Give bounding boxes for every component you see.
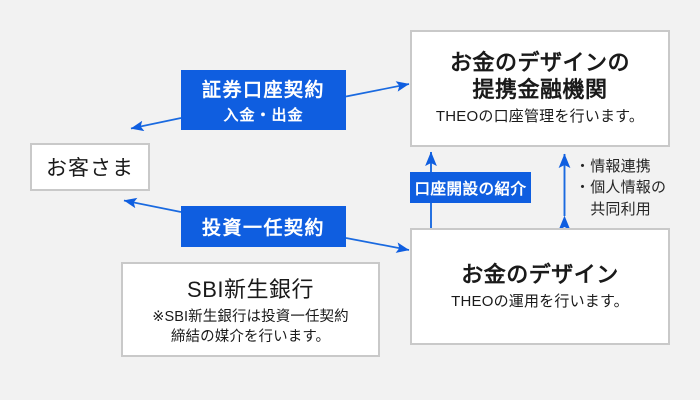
annotation-data-sharing-line3: 共同利用 [575, 200, 652, 218]
node-sbi-note-line2: 締結の媒介を行います。 [170, 328, 331, 345]
node-partner-subtitle: THEOの口座管理を行います。 [435, 108, 645, 126]
label-discretionary-investment-main: 投資一任契約 [201, 218, 325, 239]
node-sbi-note-line1: ※SBI新生銀行は投資一任契約 [152, 308, 349, 325]
label-securities-account-main: 証券口座契約 [201, 80, 325, 101]
arrow-securities-to-customer [130, 117, 182, 132]
annotation-data-sharing-line1: ・情報連携 [575, 158, 652, 175]
node-sbi-title: SBI新生銀行 [187, 276, 314, 302]
label-account-opening-referral: 口座開設の紹介 [410, 172, 531, 203]
node-sbi-shinsei-bank: SBI新生銀行 ※SBI新生銀行は投資一任契約 締結の媒介を行います。 [121, 262, 380, 357]
node-partner-financial-institution: お金のデザインの 提携金融機関 THEOの口座管理を行います。 [410, 30, 670, 147]
arrow-discretionary-to-moneydesign [345, 237, 410, 253]
node-customer: お客さま [30, 143, 150, 191]
arrow-discretionary-to-customer [123, 197, 182, 213]
label-securities-account-contract: 証券口座契約 入金・出金 [181, 70, 346, 130]
node-partner-title-line2: 提携金融機関 [472, 77, 608, 103]
arrow-securities-to-partner [345, 81, 410, 98]
node-partner-title-line1: お金のデザインの [449, 50, 630, 76]
node-customer-label: お客さま [46, 157, 134, 180]
label-account-opening-referral-text: 口座開設の紹介 [414, 180, 527, 198]
node-money-design-title: お金のデザイン [461, 261, 619, 287]
label-discretionary-investment-contract: 投資一任契約 [181, 206, 346, 247]
node-money-design-subtitle: THEOの運用を行います。 [451, 292, 629, 310]
annotation-data-sharing-line2: ・個人情報の [575, 179, 667, 197]
annotation-data-sharing: ・情報連携 ・個人情報の 共同利用 [575, 156, 666, 220]
node-money-design: お金のデザイン THEOの運用を行います。 [410, 228, 670, 345]
label-securities-account-sub: 入金・出金 [223, 107, 304, 124]
